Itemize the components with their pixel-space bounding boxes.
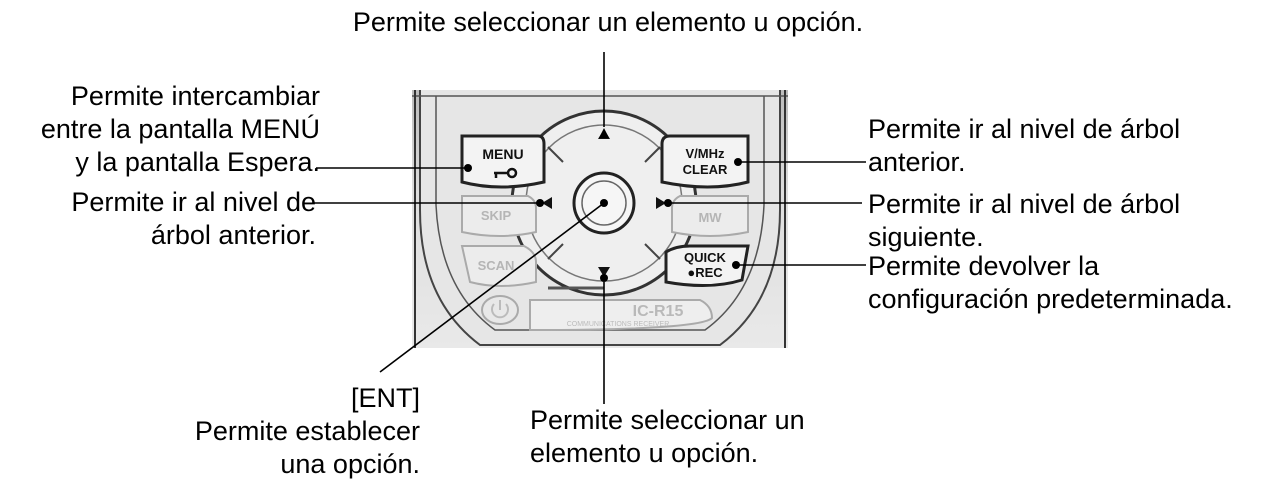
callout-menu-line-2: entre la pantalla MENÚ [0, 113, 320, 146]
callout-bottom-line-2: elemento u opción. [530, 437, 870, 470]
callout-vmhz-line-1: Permite ir al nivel de árbol [868, 113, 1263, 146]
callout-quick-line-2: configuración predeterminada. [868, 283, 1266, 316]
skip-key-label: SKIP [481, 208, 512, 223]
rec-key-label: ●REC [687, 265, 723, 280]
callout-quick: Permite devolver la configuración predet… [868, 250, 1266, 316]
model-name: IC-R15 [633, 303, 684, 320]
callout-quick-line-1: Permite devolver la [868, 250, 1266, 283]
mw-key[interactable]: MW [672, 196, 748, 236]
callout-top: Permite seleccionar un elemento u opción… [318, 6, 898, 39]
callout-ent-line-2: Permite establecer [100, 415, 420, 448]
callout-menu-line-3: y la pantalla Espera. [0, 146, 320, 179]
callout-menu-line-1: Permite intercambiar [0, 80, 320, 113]
menu-key-label: MENU [482, 146, 523, 162]
callout-vmhz-line-2: anterior. [868, 146, 1263, 179]
power-key[interactable] [482, 296, 518, 324]
mw-key-label: MW [698, 210, 722, 225]
clear-key-label: CLEAR [683, 162, 728, 177]
callout-ent-line-3: una opción. [100, 448, 420, 481]
callout-top-line: Permite seleccionar un elemento u opción… [318, 6, 898, 39]
callout-bottom-line-1: Permite seleccionar un [530, 404, 870, 437]
callout-left-line-1: Permite ir al nivel de [0, 186, 316, 219]
model-subtitle: COMMUNICATIONS RECEIVER [567, 321, 670, 328]
callout-menu: Permite intercambiar entre la pantalla M… [0, 80, 320, 179]
scan-key-label: SCAN [478, 258, 515, 273]
callout-right: Permite ir al nivel de árbol siguiente. [868, 188, 1263, 254]
callout-ent-line-1: [ENT] [100, 382, 420, 415]
scan-key[interactable]: SCAN [462, 246, 536, 286]
callout-vmhz: Permite ir al nivel de árbol anterior. [868, 113, 1263, 179]
vmhz-key-label: V/MHz [686, 146, 726, 161]
skip-key[interactable]: SKIP [462, 196, 536, 236]
callout-right-line-1: Permite ir al nivel de árbol [868, 188, 1263, 221]
callout-bottom: Permite seleccionar un elemento u opción… [530, 404, 870, 470]
menu-key[interactable]: MENU [462, 136, 544, 187]
callout-ent: [ENT] Permite establecer una opción. [100, 382, 420, 481]
quick-key-label: QUICK [684, 250, 727, 265]
callout-left-line-2: árbol anterior. [0, 219, 316, 252]
callout-left: Permite ir al nivel de árbol anterior. [0, 186, 316, 252]
